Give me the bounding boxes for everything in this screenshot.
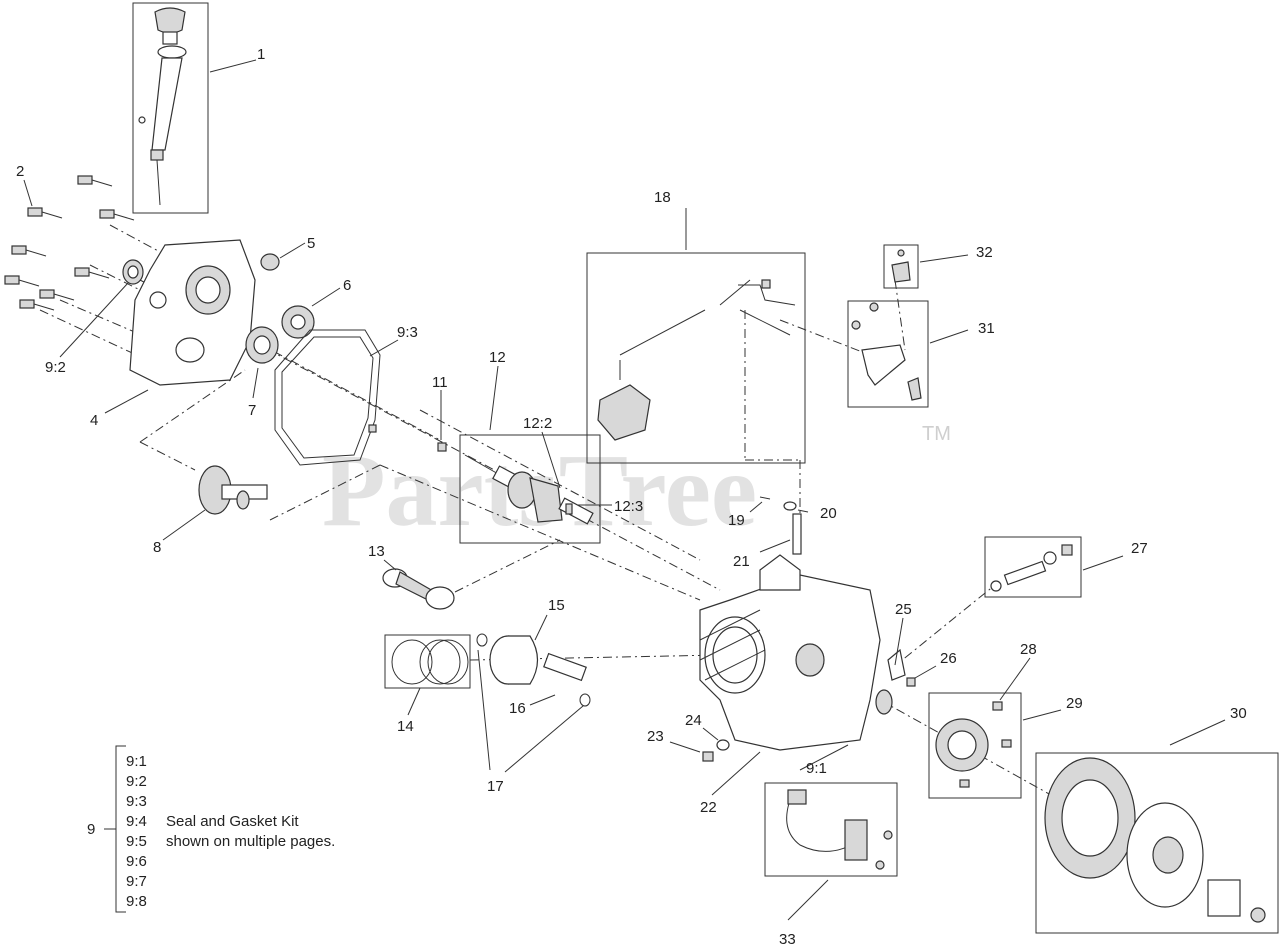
callout-7: 7: [248, 402, 256, 419]
callout-31: 31: [978, 320, 995, 337]
part-4-crankcase-cover: [129, 239, 256, 386]
callout-12: 12: [489, 349, 506, 366]
kit-description-line2: shown on multiple pages.: [166, 833, 335, 850]
kit-item: 9:5: [126, 833, 147, 850]
callout-15: 15: [548, 597, 565, 614]
part-31-governor-lever: [847, 300, 929, 408]
callout-9-1: 9:1: [806, 760, 827, 777]
callout-22: 22: [700, 799, 717, 816]
part-18-carburetor: [586, 252, 806, 464]
callout-26: 26: [940, 650, 957, 667]
callout-1: 1: [257, 46, 265, 63]
callout-labels: 1 2 4 5 6 7 8 9:2 9:3 9:1 11 12 12:2 12:…: [16, 46, 1247, 948]
part-21-shaft: [792, 513, 802, 555]
part-25-bracket: [887, 648, 906, 681]
kit-item: 9:2: [126, 773, 147, 790]
callout-6: 6: [343, 277, 351, 294]
kit-item: 9:7: [126, 873, 147, 890]
callout-14: 14: [397, 718, 414, 735]
part-9-1-seal: [875, 689, 893, 715]
callout-28: 28: [1020, 641, 1037, 658]
callout-17: 17: [487, 778, 504, 795]
part-28-screw: [992, 701, 1003, 711]
part-15-piston: [489, 635, 539, 685]
callout-20: 20: [820, 505, 837, 522]
part-13-connecting-rod: [382, 568, 455, 610]
kit-item: 9:1: [126, 753, 147, 770]
part-29-stator: [928, 692, 1022, 799]
callout-13: 13: [368, 543, 385, 560]
part-24-washer: [716, 739, 730, 751]
kit-legend-number: 9: [87, 821, 95, 838]
part-12-crankshaft: [459, 434, 601, 544]
part-17-circlip: [476, 633, 591, 707]
callout-30: 30: [1230, 705, 1247, 722]
part-16-piston-pin: [543, 652, 587, 682]
part-33-wiring-harness: [764, 782, 898, 877]
kit-item: 9:6: [126, 853, 147, 870]
callout-33: 33: [779, 931, 796, 948]
part-5-gear: [260, 253, 280, 271]
callout-8: 8: [153, 539, 161, 556]
part-9-3-gasket: [274, 329, 381, 466]
leader-lines: [23, 59, 1226, 921]
part-19-pin: [759, 496, 771, 500]
callout-9-2: 9:2: [45, 359, 66, 376]
callout-32: 32: [976, 244, 993, 261]
part-22-engine-block: [699, 554, 881, 751]
callout-11: 11: [432, 374, 448, 391]
callout-27: 27: [1131, 540, 1148, 557]
callout-24: 24: [685, 712, 702, 729]
callout-4: 4: [90, 412, 98, 429]
kit-item: 9:8: [126, 893, 147, 910]
part-30-flywheel: [1035, 752, 1279, 934]
callout-21: 21: [733, 553, 750, 570]
callout-12-2: 12:2: [523, 415, 552, 432]
part-1-dipstick: [132, 2, 209, 214]
part-32-switch: [883, 244, 919, 289]
callout-19: 19: [728, 512, 745, 529]
part-9-2-seal: [122, 259, 144, 285]
part-6-gear: [281, 305, 315, 339]
part-20-washer: [783, 501, 797, 511]
part-7-bearing: [245, 326, 279, 364]
part-2-bolts: [4, 175, 135, 311]
part-11-dowel: [368, 424, 447, 452]
kit-item: 9:3: [126, 793, 147, 810]
callout-9-3: 9:3: [397, 324, 418, 341]
kit-legend: 9 9:1 9:2 9:3 9:4 9:5 9:6 9:7 9:8 Seal a…: [87, 745, 335, 913]
callout-5: 5: [307, 235, 315, 252]
part-26-screw: [906, 677, 916, 687]
callout-18: 18: [654, 189, 671, 206]
callout-29: 29: [1066, 695, 1083, 712]
callout-16: 16: [509, 700, 526, 717]
kit-description-line1: Seal and Gasket Kit: [166, 813, 299, 830]
watermark-trademark: TM: [922, 423, 951, 445]
kit-item: 9:4: [126, 813, 147, 830]
callout-2: 2: [16, 163, 24, 180]
callout-23: 23: [647, 728, 664, 745]
part-8-camshaft: [198, 465, 268, 515]
part-23-bolt: [702, 751, 714, 762]
part-14-piston-rings: [384, 634, 471, 689]
callout-25: 25: [895, 601, 912, 618]
callout-12-3: 12:3: [614, 498, 643, 515]
part-27-governor-shaft: [984, 536, 1082, 598]
